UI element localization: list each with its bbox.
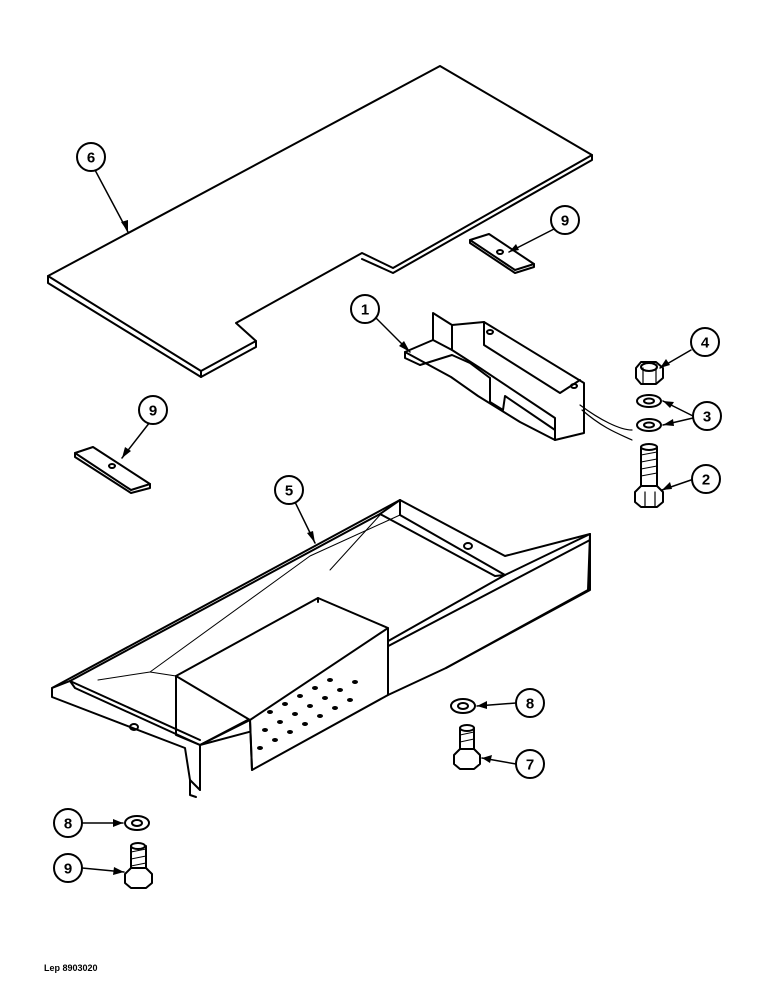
callout-label-8-left: 8	[64, 816, 72, 833]
callout-circle-3	[692, 401, 722, 431]
callout-circle-8-left	[53, 808, 83, 838]
callout-circle-1	[350, 294, 380, 324]
drawing-reference-code: Lep 8903020	[44, 963, 98, 973]
tray-part-5	[51, 499, 591, 798]
callout-label-6: 6	[87, 150, 95, 167]
bolt-part-9-bottom	[124, 842, 153, 889]
strip-part-9-upper	[469, 233, 535, 274]
callout-circle-9-bottom	[53, 853, 83, 883]
bolt-part-7	[453, 724, 481, 770]
callout-circles	[53, 142, 722, 883]
callout-label-9-bottom: 9	[64, 861, 72, 878]
callout-label-3: 3	[703, 409, 711, 426]
washers-part-3	[636, 394, 662, 432]
callout-circle-6	[76, 142, 106, 172]
callout-circle-9-upper	[550, 205, 580, 235]
callout-label-5: 5	[285, 483, 293, 500]
callout-label-2: 2	[702, 472, 710, 489]
nut-part-4	[635, 361, 664, 385]
callout-label-7: 7	[526, 757, 534, 774]
bracket-part-1	[404, 312, 633, 441]
callout-label-9-upper: 9	[561, 213, 569, 230]
callout-circle-9-left	[138, 395, 168, 425]
bolt-part-2	[634, 443, 664, 508]
callout-circle-4	[690, 327, 720, 357]
strip-part-9-left	[74, 446, 151, 494]
washer-part-8-left	[124, 815, 150, 831]
washer-part-8-right	[450, 698, 476, 714]
callout-circle-5	[274, 475, 304, 505]
leader-arrowheads	[113, 220, 674, 875]
callout-label-8-right: 8	[526, 696, 534, 713]
callout-circle-7	[515, 749, 545, 779]
callout-circle-2	[691, 464, 721, 494]
plate-part-6	[47, 65, 593, 378]
callout-label-4: 4	[701, 335, 710, 352]
callout-label-1: 1	[361, 302, 369, 319]
callout-circle-8-right	[515, 688, 545, 718]
callout-label-9-left: 9	[149, 403, 157, 420]
